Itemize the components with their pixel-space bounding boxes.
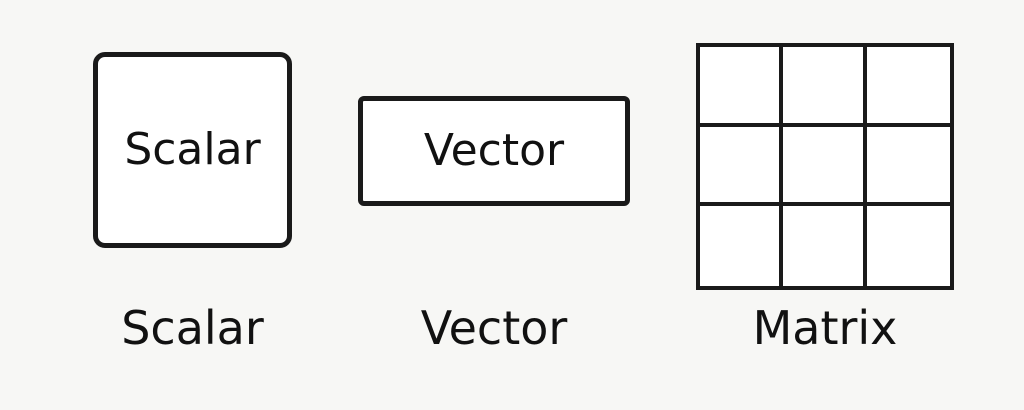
vector-box: Vector <box>358 96 630 206</box>
matrix-cell <box>700 206 784 286</box>
vector-caption: Vector <box>420 301 568 355</box>
matrix-cell <box>783 47 867 127</box>
matrix-cell <box>783 206 867 286</box>
scalar-caption: Scalar <box>121 301 264 355</box>
vector-box-label: Vector <box>423 125 565 176</box>
matrix-cell <box>866 47 950 127</box>
matrix-cell <box>866 127 950 207</box>
matrix-cell <box>700 47 784 127</box>
scalar-box: Scalar <box>93 52 292 248</box>
matrix-caption: Matrix <box>752 301 898 355</box>
matrix-cell <box>783 126 867 207</box>
matrix-cell <box>700 126 784 207</box>
matrix-cell <box>867 206 950 286</box>
scalar-box-label: Scalar <box>124 124 261 175</box>
matrix-grid <box>696 43 954 290</box>
